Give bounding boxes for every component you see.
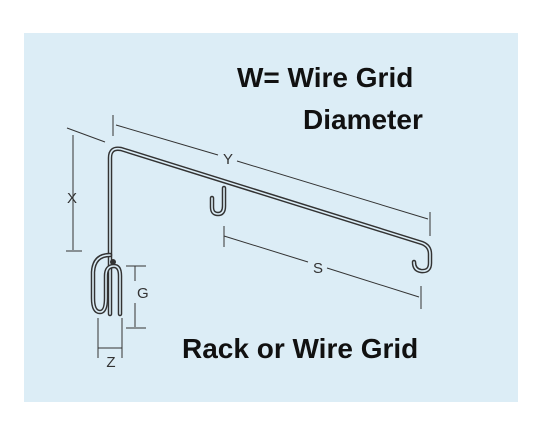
diagram-panel	[24, 33, 518, 402]
dimension-g-label: G	[137, 285, 149, 302]
heading-line-2: Diameter	[303, 104, 423, 135]
dimension-y-line-right	[236, 160, 429, 220]
dimension-y-label: Y	[223, 151, 233, 168]
dimension-y-line-left	[115, 124, 219, 156]
dimension-x-label: X	[67, 190, 77, 207]
bottom-hook-inner	[92, 254, 121, 315]
dimension-s-label: S	[313, 260, 323, 277]
dimension-x-tick-top	[66, 127, 106, 143]
middle-hook-inner	[211, 187, 225, 215]
dimension-s-line-right	[326, 267, 420, 298]
caption: Rack or Wire Grid	[182, 333, 419, 364]
heading-line-1: W= Wire Grid	[237, 62, 414, 93]
grid-wire-section	[110, 259, 116, 265]
bracket-wire-inner	[109, 147, 431, 315]
dimension-s-line-left	[223, 235, 309, 263]
dimension-z-label: Z	[106, 354, 115, 371]
